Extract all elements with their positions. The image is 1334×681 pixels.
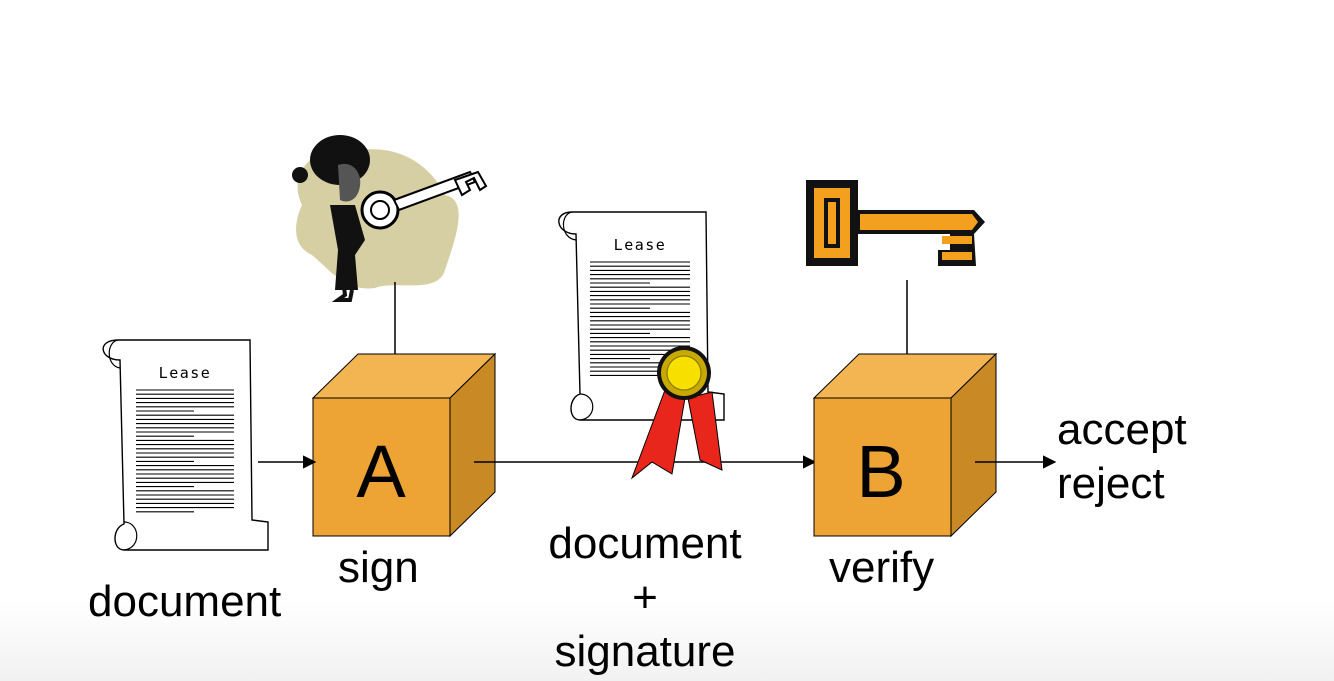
signed-document-label-plus: +: [632, 573, 658, 622]
verify-box: B: [812, 352, 998, 538]
sign-box-letter: A: [356, 430, 406, 513]
award-ribbon-icon: [630, 346, 723, 480]
verify-label: verify: [829, 543, 935, 592]
gold-key-icon: [806, 180, 985, 266]
sign-label: sign: [338, 543, 419, 592]
signed-doc-title-text: Lease: [614, 236, 667, 254]
signed-document-label-line1: document: [548, 519, 742, 568]
doc-title-text: Lease: [159, 364, 212, 382]
signed-document-label-line3: signature: [554, 627, 736, 676]
document-scroll-icon: Lease: [102, 339, 269, 551]
accept-label: accept: [1057, 405, 1187, 454]
person-holding-key-icon: [292, 135, 488, 302]
reject-label: reject: [1057, 459, 1165, 508]
document-label: document: [88, 577, 282, 626]
verify-box-letter: B: [856, 430, 905, 513]
bottom-shadow: [0, 600, 1334, 681]
sign-box: A: [311, 352, 497, 538]
